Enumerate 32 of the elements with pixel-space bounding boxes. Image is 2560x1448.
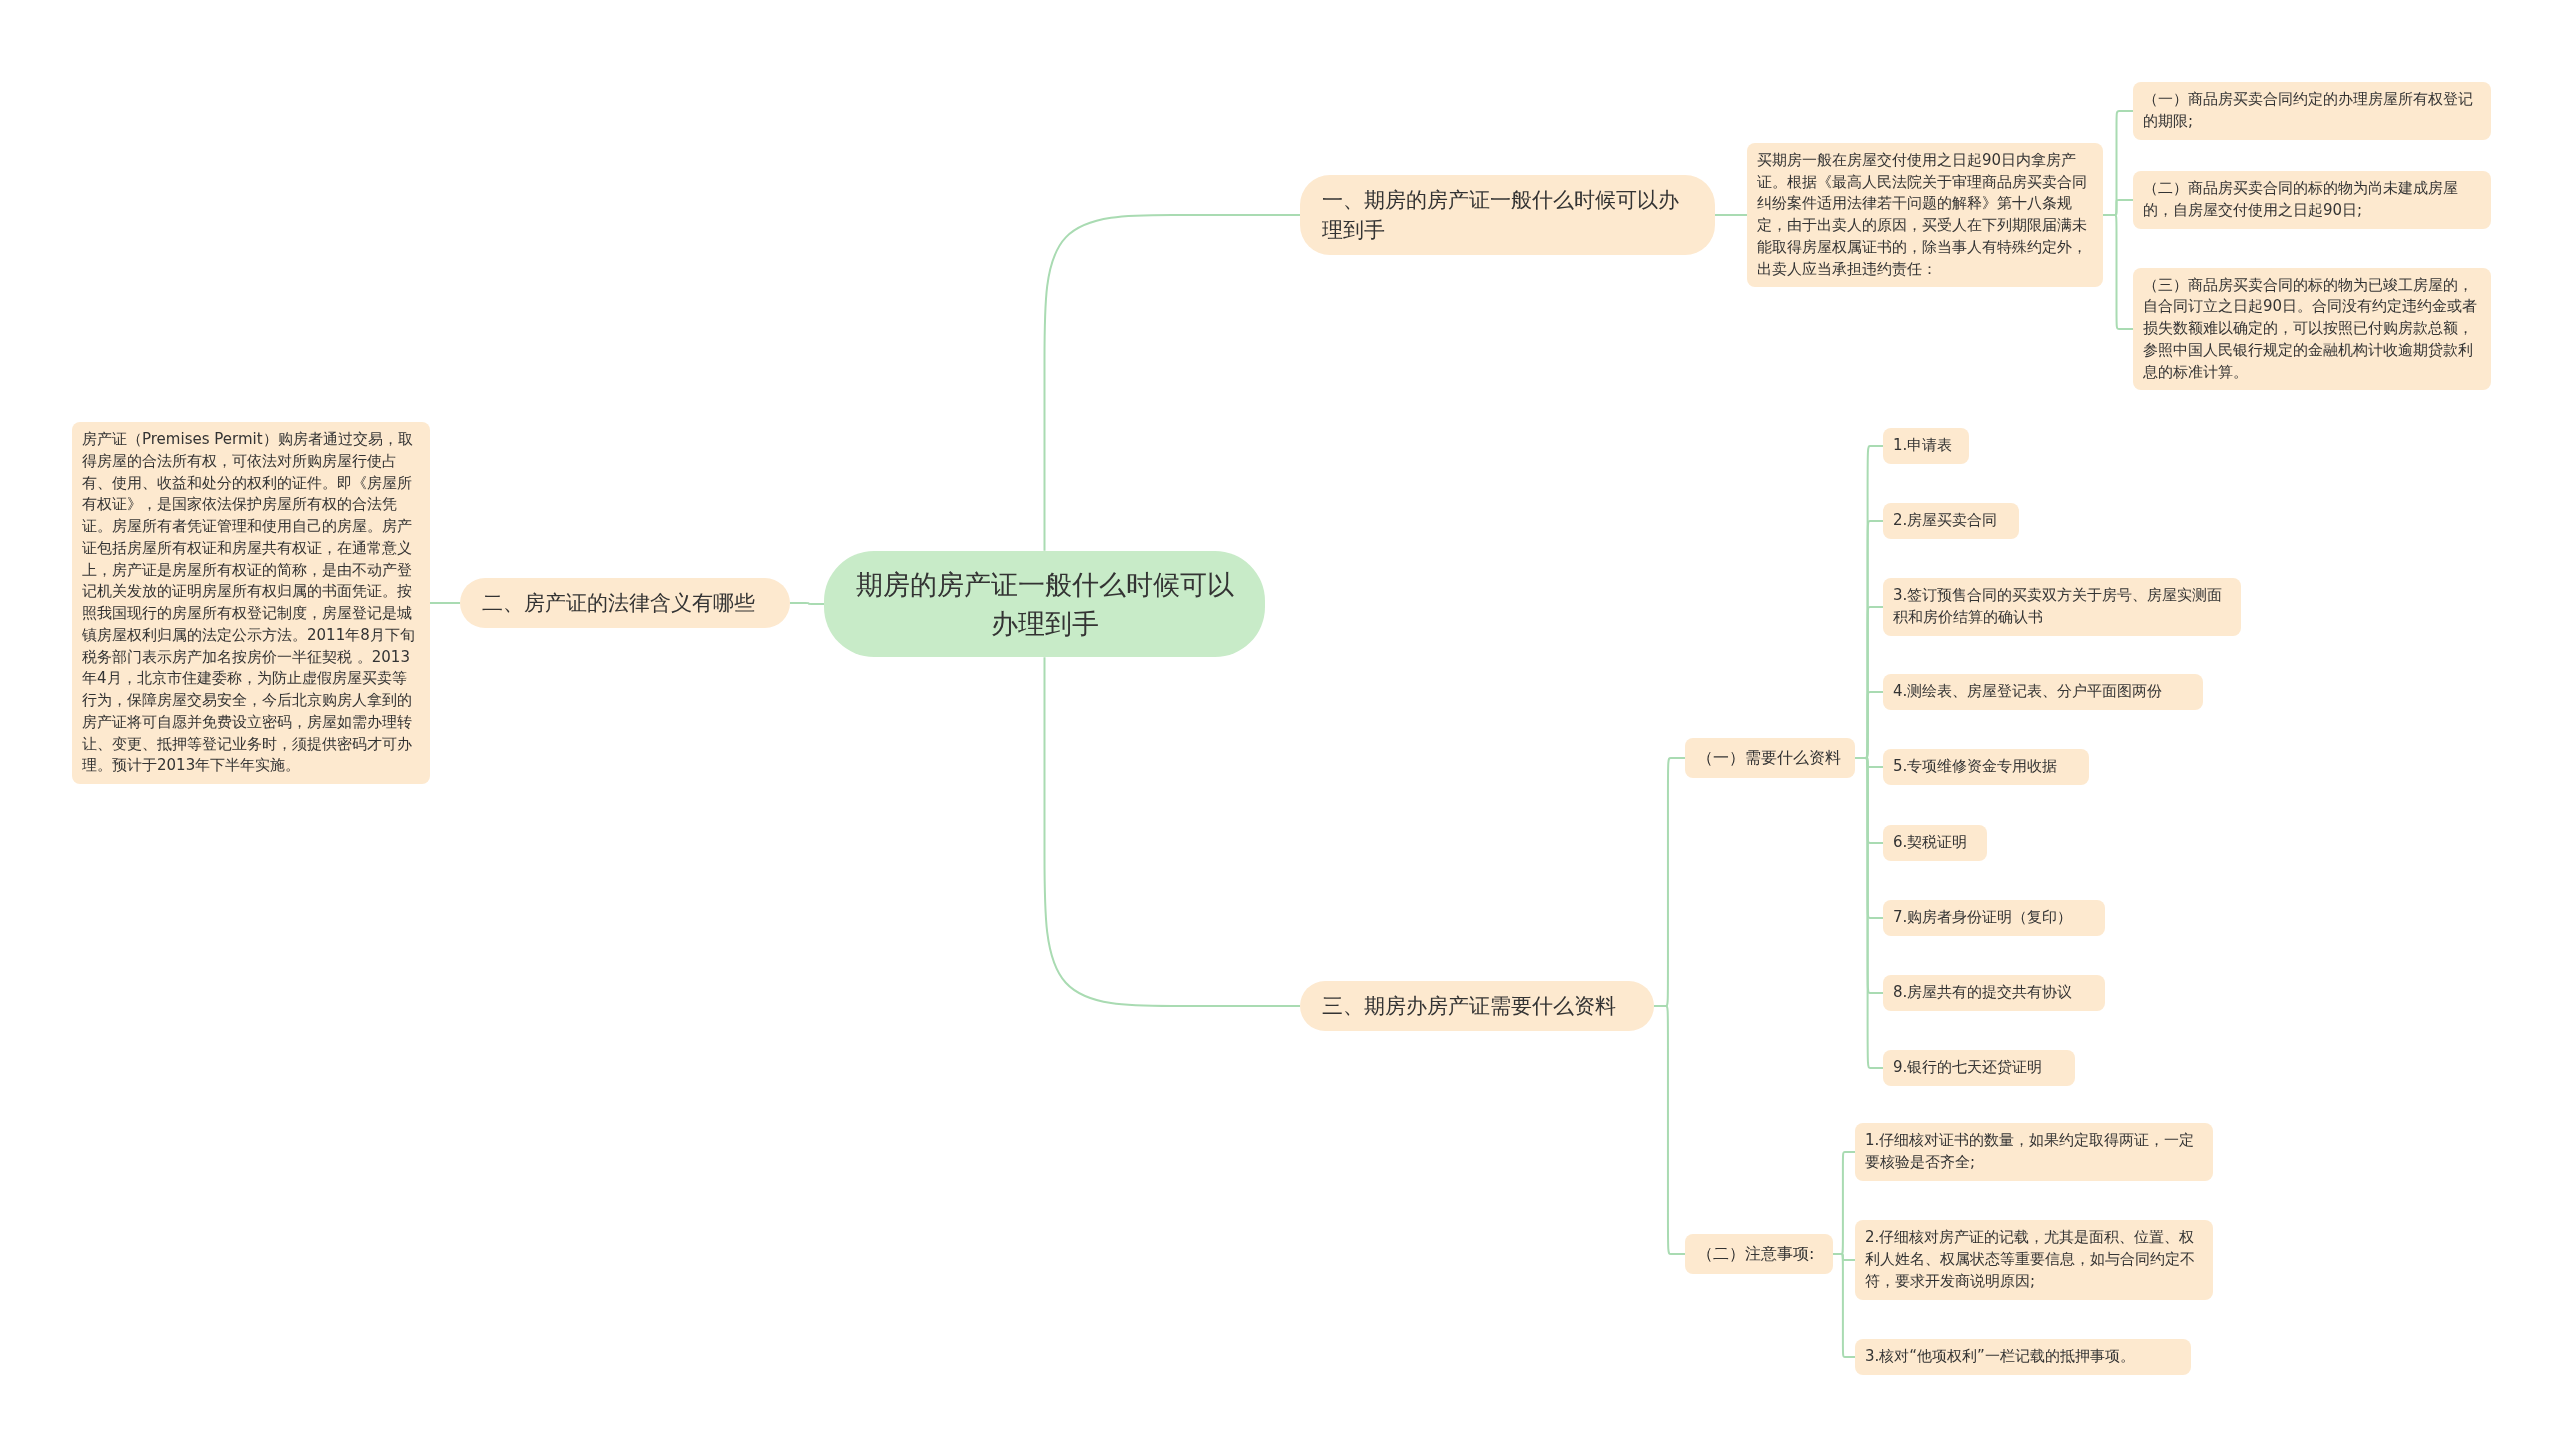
note-box: 1.申请表 xyxy=(1883,428,1969,464)
note-box: （三）商品房买卖合同的标的物为已竣工房屋的，自合同订立之日起90日。合同没有约定违约金或者损失数额难以确定的，可以按照已付购房款总额，参照中国人民银行规定的金融机构计收逾期贷款利息的标准计算。 xyxy=(2133,267,2491,391)
note-box: 2.仔细核对房产证的记载，尤其是面积、位置、权利人姓名、权属状态等重要信息，如与合同约定不符，要求开发商说明原因; xyxy=(1855,1220,2213,1300)
central-topic: 期房的房产证一般什么时候可以办理到手 xyxy=(824,550,1265,658)
connector-line xyxy=(1043,214,1301,552)
note-box: （二）商品房买卖合同的标的物为尚未建成房屋的，自房屋交付使用之日起90日; xyxy=(2133,171,2491,229)
note-box: 1.仔细核对证书的数量，如果约定取得两证，一定要核验是否齐全; xyxy=(1855,1123,2213,1181)
connector-line xyxy=(1653,1005,1686,1255)
connector-line xyxy=(789,602,825,605)
note-box: 3.核对“他项权利”一栏记载的抵押事项。 xyxy=(1855,1339,2191,1375)
note-box: 5.专项维修资金专用收据 xyxy=(1883,749,2089,785)
note-box: 7.购房者身份证明（复印） xyxy=(1883,900,2105,936)
topic-box: （二）注意事项: xyxy=(1685,1234,1833,1274)
note-box: 9.银行的七天还贷证明 xyxy=(1883,1050,2075,1086)
connector-line xyxy=(1714,214,1748,216)
note-box: 买期房一般在房屋交付使用之日起90日内拿房产证。根据《最高人民法院关于审理商品房买卖合同纠纷案件适用法律若干问题的解释》第十八条规定，由于出卖人的原因，买受人在下列期限届满未能取得房屋权属证书的，除当事人有特殊约定外，出卖人应当承担违约责任： xyxy=(1747,142,2103,288)
note-box: （一）商品房买卖合同约定的办理房屋所有权登记的期限; xyxy=(2133,82,2491,140)
topic-box: 二、房产证的法律含义有哪些 xyxy=(460,577,790,629)
topic-box: 三、期房办房产证需要什么资料 xyxy=(1300,980,1654,1032)
connector-line xyxy=(1832,1253,1856,1358)
topic-box: 一、期房的房产证一般什么时候可以办理到手 xyxy=(1300,174,1715,256)
note-box: 房产证（Premises Permit）购房者通过交易，取得房屋的合法所有权，可依法对所购房屋行使占有、使用、收益和处分的权利的证件。即《房屋所有权证》，是国家依法保护房屋所有权的合法凭证。房屋所有者凭证管理和使用自己的房屋。房产证包括房屋所有权证和房屋共有权证，在通常意义上，房产证是房屋所有权证的简称，是由不动产登记机关发放的证明房屋所有权归属的书面凭证。按照我国现行的房屋所有权登记制度，房屋登记是城镇房屋权利归属的法定公示方法。2011年8月下旬税务部门表示房产加名按房价一半征契税 。2013年4月，北京市住建委称，为防止虚假房屋买卖等行为，保障房屋交易安全，今后北京购房人拿到的房产证将可自愿并免费设立密码，房屋如需办理转让、变更、抵押等登记业务时，须提供密码才可办理。预计于2013年下半年实施。 xyxy=(72,422,430,784)
connector-line xyxy=(1854,757,1884,1069)
note-box: 4.测绘表、房屋登记表、分户平面图两份 xyxy=(1883,674,2203,710)
note-box: 3.签订预售合同的买卖双方关于房号、房屋实测面积和房价结算的确认书 xyxy=(1883,578,2241,636)
connector-line xyxy=(2102,214,2134,330)
connector-line xyxy=(429,602,461,604)
note-box: 8.房屋共有的提交共有协议 xyxy=(1883,975,2105,1011)
note-box: 6.契税证明 xyxy=(1883,825,1987,861)
topic-box: （一）需要什么资料 xyxy=(1685,738,1855,778)
note-box: 2.房屋买卖合同 xyxy=(1883,503,2019,539)
connector-line xyxy=(1043,656,1301,1007)
